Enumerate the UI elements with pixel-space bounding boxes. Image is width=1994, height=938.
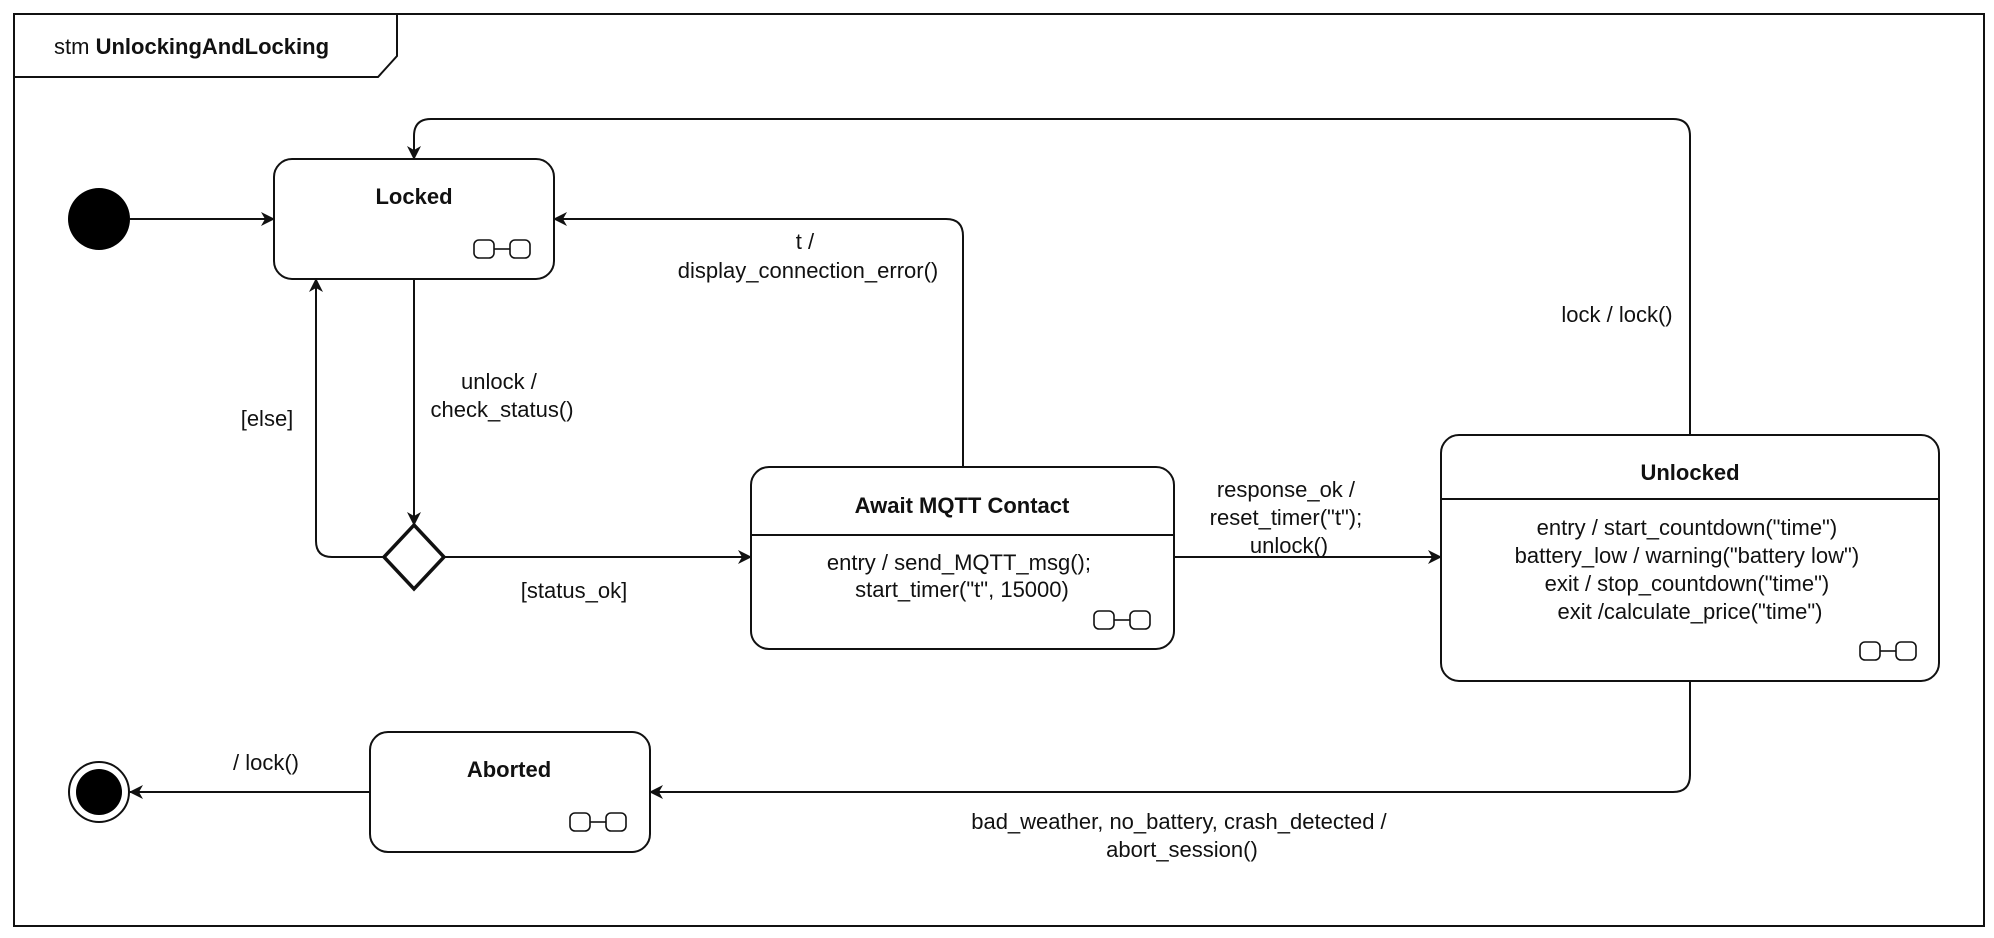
transition-unlocked-to-locked-label: lock / lock() — [1561, 302, 1672, 327]
transition-await-timeout — [553, 212, 964, 467]
submachine-icon — [1859, 641, 1917, 661]
choice-pseudostate — [381, 522, 447, 592]
frame-title: stm UnlockingAndLocking — [54, 34, 329, 59]
state-unlocked-name: Unlocked — [1640, 460, 1739, 485]
state-aborted-name: Aborted — [467, 757, 551, 782]
submachine-icon — [569, 812, 627, 832]
transition-unlocked-to-aborted-label: bad_weather, no_battery, crash_detected … — [971, 809, 1393, 862]
state-await-mqtt-activities: entry / send_MQTT_msg(); start_timer("t"… — [827, 550, 1097, 602]
diagram-frame — [13, 13, 1985, 927]
state-await-mqtt-name: Await MQTT Contact — [855, 493, 1070, 518]
submachine-icon — [473, 239, 531, 259]
state-aborted — [369, 731, 651, 853]
submachine-icon — [1093, 610, 1151, 630]
final-state — [68, 761, 130, 823]
state-locked — [273, 158, 555, 280]
transition-aborted-to-final-label: / lock() — [233, 750, 299, 775]
transition-await-to-unlocked-label: response_ok / reset_timer("t"); unlock() — [1210, 477, 1369, 558]
frame-name-tab — [14, 14, 398, 78]
state-locked-name: Locked — [375, 184, 452, 209]
initial-state — [68, 188, 130, 250]
transition-choice-else — [309, 278, 384, 558]
transition-choice-status-ok-label: [status_ok] — [521, 578, 627, 603]
transition-await-timeout-label: t / display_connection_error() — [678, 229, 938, 283]
transition-locked-to-choice-label: unlock / check_status() — [430, 369, 573, 422]
transition-unlocked-to-aborted — [649, 681, 1691, 799]
transition-choice-else-label: [else] — [241, 406, 294, 431]
transition-unlocked-to-locked — [407, 118, 1691, 435]
state-unlocked-activities: entry / start_countdown("time") battery_… — [1515, 515, 1866, 624]
